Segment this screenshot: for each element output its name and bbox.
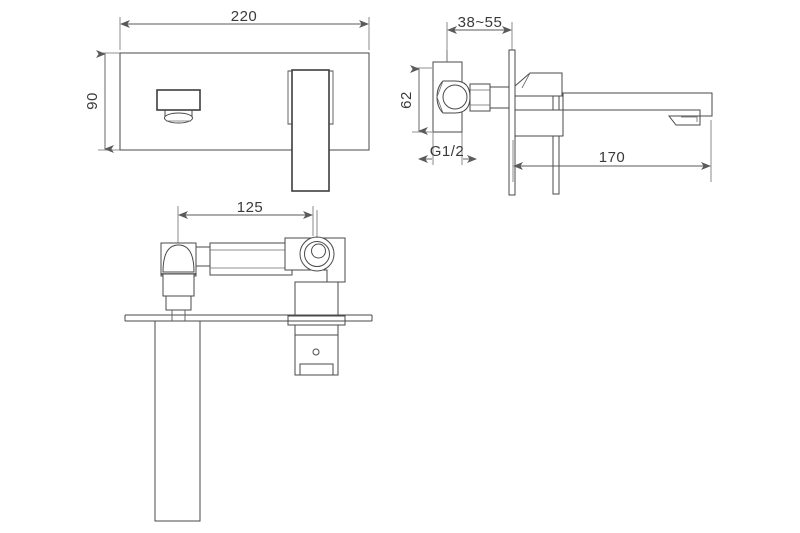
- side-lever-bevel: [521, 72, 531, 89]
- dim-label-90: 90: [84, 92, 101, 110]
- body-valve-barrel: [294, 281, 339, 317]
- side-spout-aerator-edge: [681, 116, 698, 122]
- side-spout-arm: [562, 92, 713, 126]
- body-connecting-tube: [195, 242, 293, 276]
- side-lever-handle: [514, 72, 563, 97]
- body-wall-surface-ends: [124, 315, 373, 321]
- front-view-group: [96, 17, 370, 192]
- body-drop-pipe: [154, 320, 201, 522]
- body-valve-base-slot: [299, 363, 334, 376]
- body-view-group: [124, 206, 373, 522]
- front-spout-body: [156, 89, 201, 111]
- front-spout-aerator: [164, 112, 193, 124]
- side-lever-stem-bar: [552, 95, 560, 195]
- front-spout-outlet: [156, 89, 201, 124]
- side-view-group: [410, 22, 713, 196]
- body-elbow-collar: [162, 273, 195, 297]
- body-tube-edge-lines: [210, 249, 292, 269]
- body-valve-gasket: [294, 324, 339, 336]
- dim-label-125: 125: [237, 199, 264, 216]
- body-elbow-dome: [162, 244, 195, 273]
- dim-label-170: 170: [599, 149, 626, 166]
- side-sleeve-thread-lines: [470, 89, 490, 106]
- side-cartridge-bore: [442, 84, 468, 110]
- body-tube-joint-left: [195, 246, 211, 267]
- body-valve-port-hole: [312, 348, 320, 356]
- side-spout-outlet-lip: [667, 115, 701, 126]
- dim-label-62: 62: [398, 91, 415, 109]
- side-escutcheon-plate: [508, 49, 516, 196]
- body-valve-ring-inner: [311, 243, 326, 259]
- dim-label-38-55: 38~55: [458, 14, 503, 31]
- dim-label-220: 220: [231, 8, 258, 25]
- side-extension-sleeve: [469, 83, 513, 112]
- side-sleeve-inner: [469, 83, 491, 112]
- body-left-elbow: [160, 242, 197, 325]
- side-cartridge-chamfer: [436, 80, 444, 114]
- dim-label-g12: G1/2: [430, 143, 465, 160]
- side-spout-root: [514, 109, 564, 137]
- body-valve-ring-outer: [299, 236, 335, 272]
- body-drop-pipe-body: [154, 320, 201, 522]
- body-shank-to-pipe-lines: [171, 310, 186, 321]
- body-valve-ring-mid: [304, 241, 330, 267]
- body-elbow-nut: [165, 295, 192, 311]
- body-tube-main: [209, 242, 293, 276]
- side-lever-stem: [552, 95, 560, 195]
- side-cartridge: [436, 80, 471, 114]
- front-lever-handle: [287, 69, 334, 192]
- front-lever-body: [291, 69, 330, 192]
- front-lever-side-lines: [287, 71, 334, 124]
